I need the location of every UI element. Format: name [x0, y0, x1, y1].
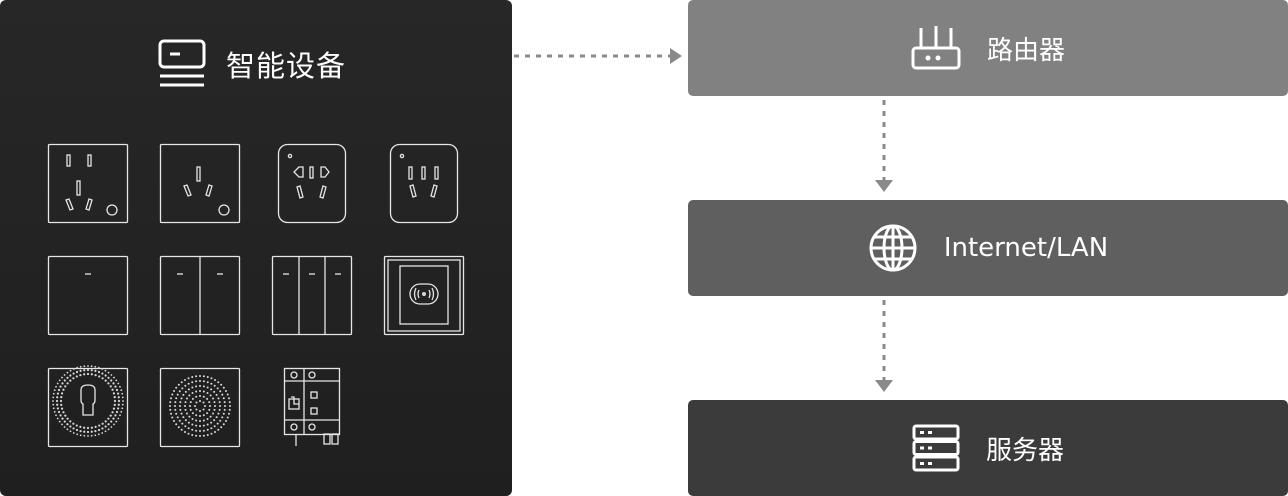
socket-10a-rounded-outlet-icon — [277, 143, 347, 224]
internet-box: Internet/LAN — [688, 200, 1288, 296]
circuit-breaker-icon — [283, 367, 344, 448]
devices-header: 智能设备 — [158, 38, 346, 90]
smart-devices-panel: 智能设备 — [0, 0, 512, 496]
internet-to-server-arrow — [872, 298, 896, 394]
monitor-list-icon — [158, 39, 206, 89]
server-icon — [912, 424, 960, 472]
card-reader-rfid-icon — [383, 255, 465, 336]
globe-icon — [868, 223, 918, 273]
devices-title: 智能设备 — [226, 49, 347, 83]
socket-5hole-outlet-icon — [47, 143, 129, 224]
switch-double-gang-icon — [159, 255, 241, 336]
router-icon — [911, 26, 961, 70]
dimmer-knob-led-ring-icon — [47, 365, 129, 448]
server-label: 服务器 — [985, 435, 1064, 466]
switch-single-gang-icon — [47, 255, 129, 336]
router-to-internet-arrow — [872, 98, 896, 194]
sensor-dot-ring-icon — [159, 367, 241, 448]
router-label: 路由器 — [986, 35, 1065, 66]
socket-3hole-outlet-icon — [159, 143, 241, 224]
internet-label: Internet/LAN — [943, 233, 1109, 263]
socket-16a-rounded-outlet-icon — [389, 143, 459, 224]
server-box: 服务器 — [688, 400, 1288, 496]
router-box: 路由器 — [688, 0, 1288, 96]
devices-to-router-arrow — [512, 46, 682, 66]
switch-triple-gang-icon — [271, 255, 353, 336]
